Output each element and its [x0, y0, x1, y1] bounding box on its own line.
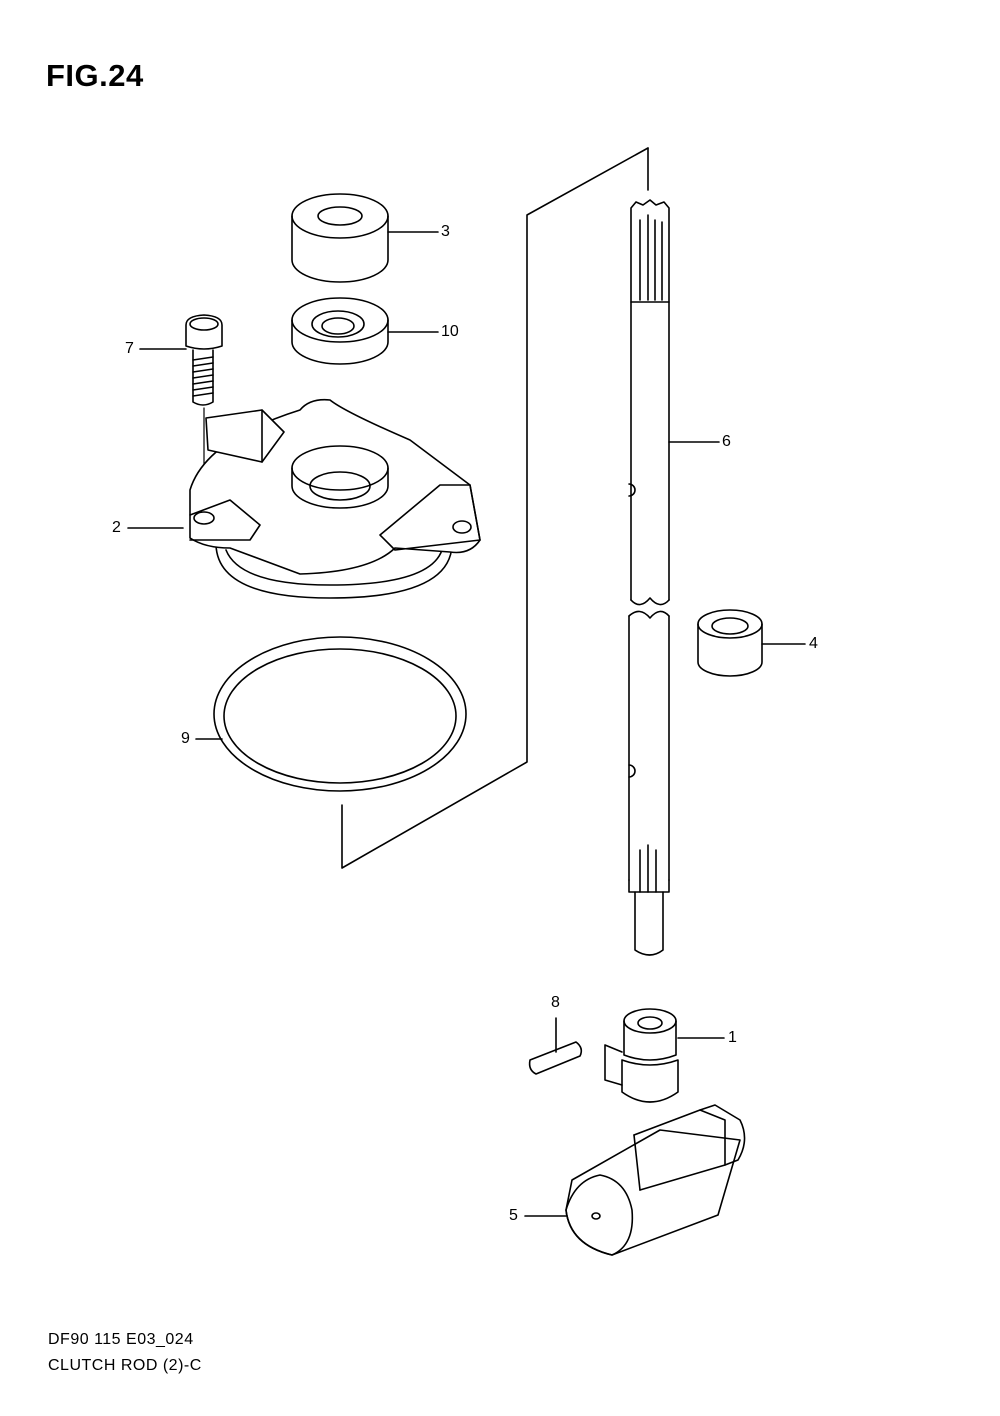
figure-title: FIG.24 [46, 58, 144, 93]
part-10-oil-seal [291, 297, 439, 365]
callout-2: 2 [112, 519, 121, 536]
part-8-pin [528, 1017, 583, 1075]
callout-4: 4 [809, 635, 818, 652]
part-3-bushing [291, 193, 439, 283]
callout-6: 6 [722, 433, 731, 450]
part-7-bolt [139, 314, 223, 516]
callout-7: 7 [125, 340, 134, 357]
callout-10: 10 [441, 323, 459, 340]
figure-code: DF90 115 E03_024 [48, 1331, 194, 1348]
callout-5: 5 [509, 1207, 518, 1224]
callout-9: 9 [181, 730, 190, 747]
part-9-o-ring [195, 636, 467, 792]
assembly-bracket-line [341, 147, 649, 869]
callout-1: 1 [728, 1029, 737, 1046]
part-6-clutch-rod [628, 199, 720, 956]
figure-caption: CLUTCH ROD (2)-C [48, 1357, 202, 1374]
part-4-collar [697, 609, 806, 677]
callout-8: 8 [551, 994, 560, 1011]
callout-3: 3 [441, 223, 450, 240]
part-2-seal-housing [127, 398, 481, 599]
part-5-link [524, 1104, 746, 1256]
part-1-connector [604, 1008, 725, 1103]
